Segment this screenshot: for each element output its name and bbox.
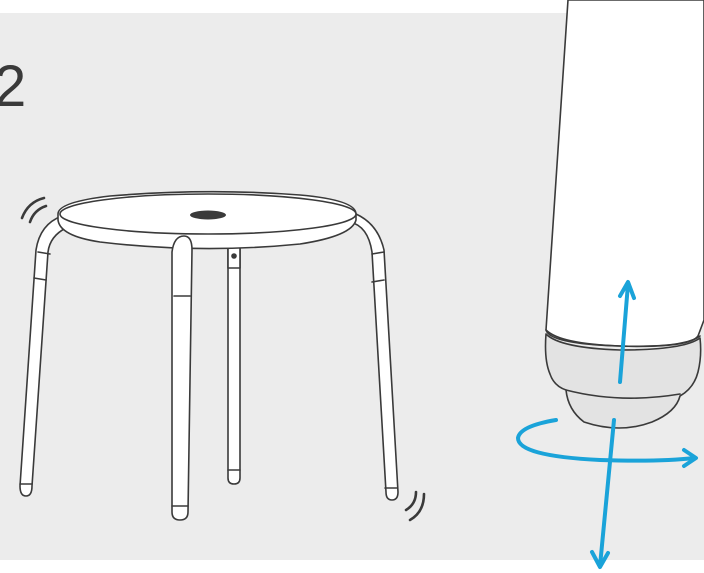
leg-tube [545,0,704,348]
seat-handle-hole [190,210,226,220]
step-number: 2 [0,54,27,119]
stool-leg-right [349,213,399,501]
leg-end-cap [544,333,702,429]
stool-leg-back [227,239,241,485]
arrow-pull-up [618,280,636,384]
wobble-marks-left [20,196,48,224]
stool-leg-front [171,235,193,521]
stool-seat [57,190,357,250]
stool-illustration [19,190,426,522]
wobble-marks-right [404,490,426,522]
arrow-pull-down [590,418,616,569]
arrow-rotate [516,418,698,468]
motion-arrows [516,280,698,569]
stool-leg-left [19,215,67,497]
leg-closeup-illustration [544,0,704,429]
